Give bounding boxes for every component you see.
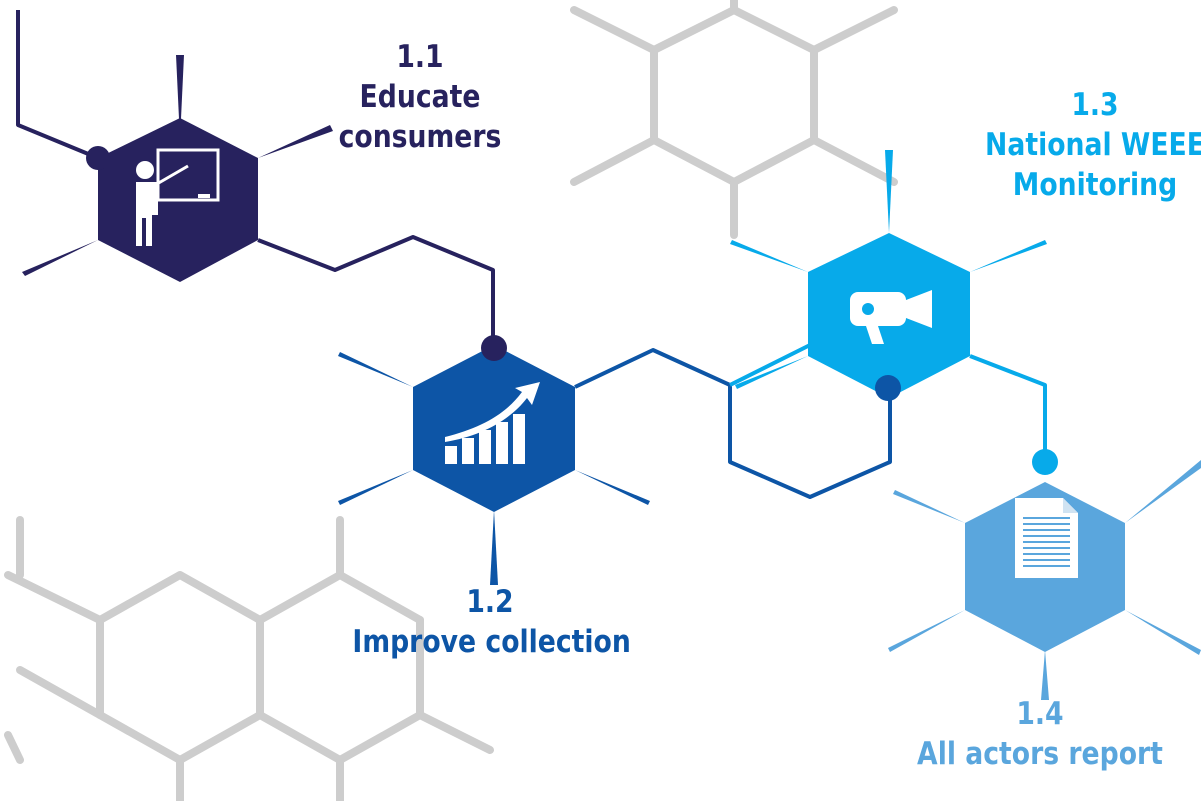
connector-dot: [86, 146, 110, 170]
connector-dot: [481, 335, 507, 361]
connector-1-3-to-1-4: [969, 354, 1047, 460]
node-1-3-number: 1.3: [1071, 87, 1119, 123]
node-1-1-title-2: consumers: [338, 119, 502, 155]
connector-start: [16, 10, 99, 160]
grid-hexagons-top: [570, 0, 898, 239]
node-1-3-title: National WEEE: [985, 127, 1201, 163]
node-1-2-title: Improve collection: [352, 624, 631, 660]
connector-1-1-to-1-2: [257, 235, 495, 345]
connector-dot: [875, 375, 901, 401]
node-1-2-number: 1.2: [466, 584, 514, 620]
node-spikes: [22, 55, 1201, 700]
document-icon: [1015, 498, 1078, 578]
teacher-board-icon: [136, 148, 220, 246]
grid-hexagons-bottom: [4, 516, 494, 801]
node-1-1-number: 1.1: [396, 39, 444, 75]
connector-1-2-to-1-3: [574, 348, 892, 499]
growth-chart-icon: [445, 382, 540, 464]
node-1-1-title: Educate: [359, 79, 481, 115]
video-camera-icon: [850, 290, 932, 344]
hexagon-1-2: [413, 345, 575, 512]
node-1-4-label: 1.4 All actors report: [902, 694, 1177, 774]
node-1-2-label: 1.2 Improve collection: [352, 582, 631, 662]
node-1-1-label: 1.1 Educate consumers: [317, 37, 523, 157]
node-1-4: [965, 449, 1125, 652]
node-1-4-title: All actors report: [917, 736, 1163, 772]
node-1-3: [808, 233, 970, 401]
node-1-4-number: 1.4: [1016, 696, 1064, 732]
node-1-1: [86, 118, 258, 282]
node-1-3-label: 1.3 National WEEE Monitoring: [975, 85, 1201, 205]
node-1-2: [413, 335, 575, 512]
connector-dot: [1032, 449, 1058, 475]
node-1-3-title-2: Monitoring: [1012, 167, 1178, 203]
